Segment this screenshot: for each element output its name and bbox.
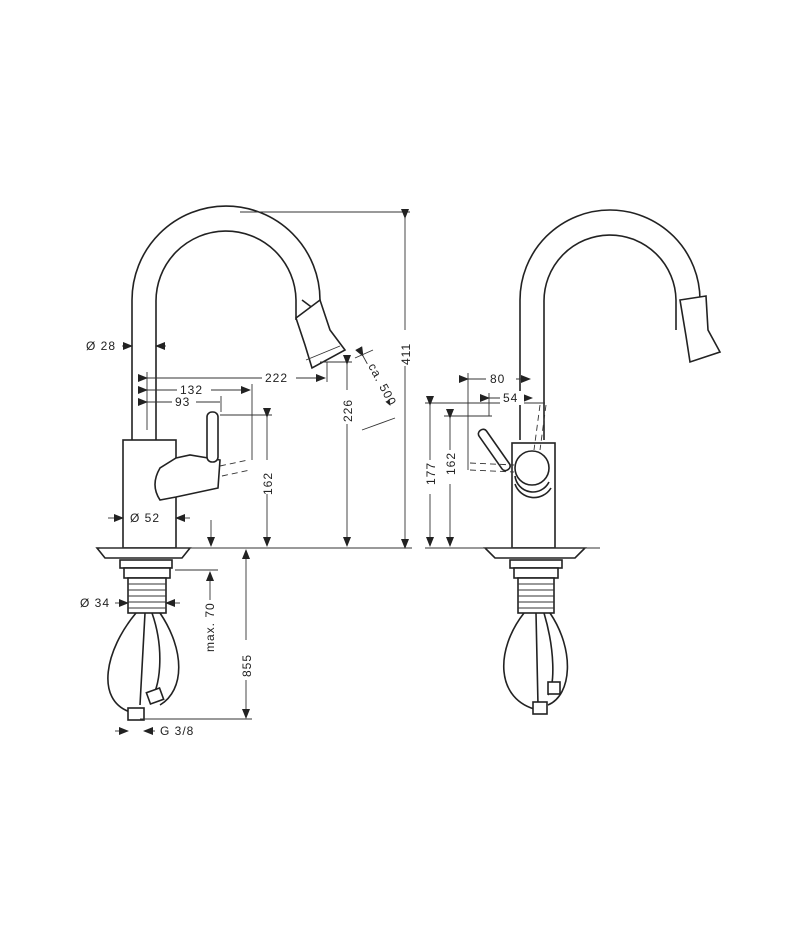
left-spout xyxy=(131,205,321,440)
left-base-plate xyxy=(95,547,192,559)
right-nut xyxy=(513,567,559,579)
label-162-right: 162 xyxy=(444,452,458,475)
left-thread-lines xyxy=(128,583,166,609)
right-spout xyxy=(519,209,701,440)
label-855: 855 xyxy=(240,654,254,677)
label-80: 80 xyxy=(490,372,505,386)
right-hose-fitting-1 xyxy=(532,701,548,715)
label-222: 222 xyxy=(265,371,288,385)
left-hose-fitting-2 xyxy=(145,686,165,706)
left-spray-head xyxy=(295,298,347,370)
label-93: 93 xyxy=(175,395,190,409)
right-hose-loop xyxy=(503,612,569,711)
label-177: 177 xyxy=(424,462,438,485)
left-base-ring xyxy=(119,559,173,569)
left-hose-fitting-1 xyxy=(127,707,145,721)
left-nut xyxy=(123,567,171,579)
right-handle-rings xyxy=(514,475,552,499)
label-max-70: max. 70 xyxy=(203,602,217,652)
left-lever xyxy=(206,411,219,463)
right-faucet-front-view xyxy=(469,209,722,715)
right-base-ring xyxy=(509,559,563,569)
left-faucet-side-view xyxy=(95,205,347,721)
right-hose-fitting-2 xyxy=(547,681,561,695)
right-lever-alt-positions xyxy=(469,404,547,473)
right-lever xyxy=(477,428,511,472)
right-spray-head xyxy=(679,295,722,364)
right-thread-lines xyxy=(518,583,554,609)
label-411: 411 xyxy=(399,343,413,365)
label-g-3-8: G 3/8 xyxy=(160,724,194,738)
label-dia-34: Ø 34 xyxy=(80,596,110,610)
label-162-left: 162 xyxy=(261,472,275,495)
right-base-plate xyxy=(483,547,587,559)
label-132: 132 xyxy=(180,383,203,397)
right-dimension-labels: 80 54 177 162 xyxy=(422,372,524,494)
spray-face-line xyxy=(305,345,341,361)
label-226: 226 xyxy=(341,399,355,422)
left-dimension-labels: Ø 28 222 132 93 162 226 411 ca. 500 Ø 52… xyxy=(80,330,413,738)
label-dia-52: Ø 52 xyxy=(130,511,160,525)
label-54: 54 xyxy=(503,391,518,405)
label-dia-28: Ø 28 xyxy=(86,339,116,353)
left-lever-alt-position xyxy=(219,459,251,477)
left-hose-loop xyxy=(107,612,180,713)
right-handle-hub xyxy=(514,450,550,486)
